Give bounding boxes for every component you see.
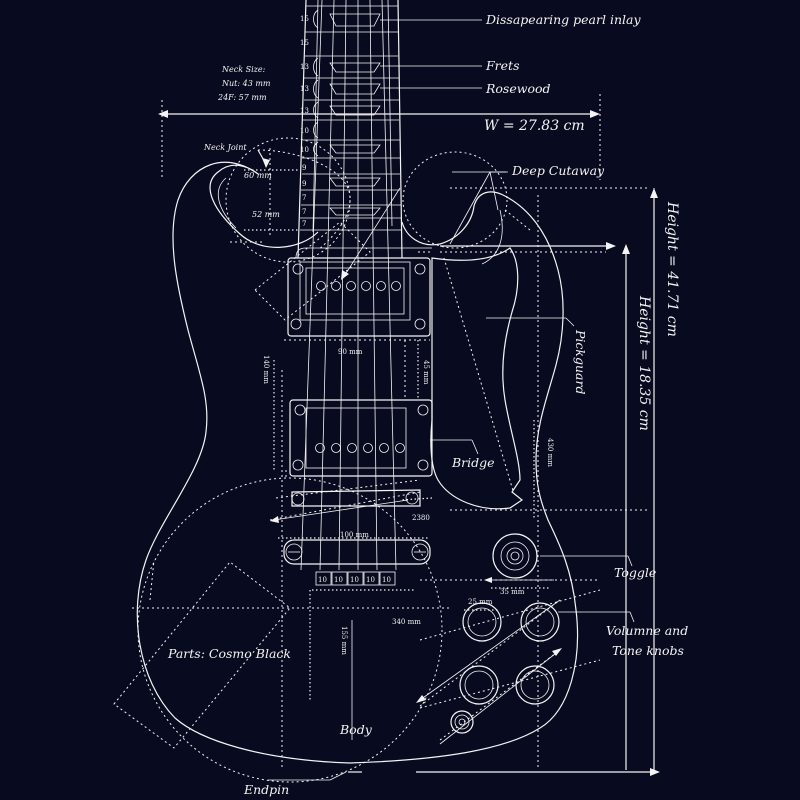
dim-140mm: 140 mm [262, 355, 270, 384]
dim-90mm: 90 mm [338, 348, 363, 356]
dim-35mm: 35 mm [500, 588, 525, 596]
neck-joint-60mm: 60 mm [244, 171, 272, 180]
saddle-gap: 10 [350, 576, 359, 584]
knobs-label-line2: Tone knobs [612, 643, 684, 658]
knobs-label-line1: Volumne and [606, 623, 688, 638]
toggle-label: Toggle [614, 565, 656, 580]
neck-joint-52mm: 52 mm [252, 210, 280, 219]
headstock-diagonal [344, 187, 401, 276]
neck-pickup [287, 257, 431, 337]
cutaway-arrows [449, 171, 506, 245]
parts-label: Parts: Cosmo Black [167, 646, 291, 661]
inlay-label: Dissapearing pearl inlay [485, 12, 641, 27]
fret-number: 9 [302, 180, 306, 188]
fret-number: 7 [302, 220, 306, 228]
bridge-label: Bridge [451, 455, 495, 470]
saddle-gap: 10 [382, 576, 391, 584]
pickguard-inner-line [295, 247, 432, 259]
fret-number: 13 [300, 85, 309, 93]
pickguard-label: Pickguard [573, 329, 588, 394]
dim-45mm: 45 mm [422, 360, 430, 385]
side-bracket-arrow [484, 577, 554, 583]
tune-o-matic-bridge [291, 489, 421, 507]
diagonal-knob-arrow [416, 599, 562, 745]
neck-joint-arrows [257, 149, 270, 168]
height-total-label: Height = 41.71 cm [664, 201, 680, 337]
neck-size-nut: Nut: 43 mm [221, 79, 271, 88]
fret-numbers: 15 15 13 13 13 10 10 9 9 7 7 7 [300, 15, 309, 228]
stopbar-tailpiece [283, 539, 431, 565]
leader-lines [268, 19, 635, 781]
fret-number: 10 [300, 146, 309, 154]
dim-2380: 2380 [412, 514, 430, 522]
volume-tone-knobs [450, 602, 560, 734]
dim-155mm: 155 mm [340, 626, 348, 655]
strings [300, 0, 397, 571]
dim-430mm: 430 mm [546, 438, 554, 467]
body-binding-right [481, 209, 503, 265]
body-label: Body [339, 722, 373, 737]
construction-lines [113, 94, 655, 783]
dim-340mm: 340 mm [392, 618, 421, 626]
toggle-switch [492, 533, 538, 579]
neck-joint-title: Neck Joint [203, 143, 247, 152]
body-binding-left [217, 177, 237, 229]
fret-number: 15 [300, 39, 309, 47]
fret-number: 13 [300, 107, 309, 115]
height-body-label: Height = 18.35 cm [636, 295, 652, 431]
dimension-dashes [244, 169, 550, 700]
saddle-gap: 10 [366, 576, 375, 584]
neck-heel-right [387, 0, 393, 227]
saddle-gap: 10 [318, 576, 327, 584]
frets-label: Frets [485, 58, 519, 73]
bridge-skew-arrow [270, 499, 409, 523]
fret-number: 7 [302, 194, 306, 202]
dim-25mm: 25 mm [468, 598, 493, 606]
body-height-arrow [440, 242, 630, 770]
rosewood-label: Rosewood [485, 81, 551, 96]
dim-100mm: 100 mm [340, 531, 369, 539]
endpin-label: Endpin [243, 782, 289, 797]
pickguard-outline [430, 247, 524, 510]
fret-number: 15 [300, 15, 309, 23]
cutaway-label: Deep Cutaway [511, 163, 605, 178]
neck-size-24f: 24F: 57 mm [217, 93, 267, 102]
neck-size-title: Neck Size: [221, 65, 266, 74]
width-label: W = 27.83 cm [484, 118, 585, 134]
frets [300, 5, 401, 231]
fret-number: 13 [300, 63, 309, 71]
total-height-arrow [416, 188, 660, 776]
saddle-spacing-boxes [315, 571, 396, 586]
trapezoid-inlays [329, 13, 381, 216]
bridge-pickup [289, 399, 433, 477]
fret-number: 7 [302, 208, 306, 216]
fret-number: 9 [302, 164, 306, 172]
fretboard-right-edge [397, 0, 403, 259]
width-dimension-arrow [158, 110, 600, 118]
fretboard-left-edge [297, 0, 307, 259]
fret-number-ticks [313, 9, 319, 157]
saddle-gap: 10 [334, 576, 343, 584]
body-outline [136, 161, 579, 764]
fret-number: 10 [300, 127, 309, 135]
